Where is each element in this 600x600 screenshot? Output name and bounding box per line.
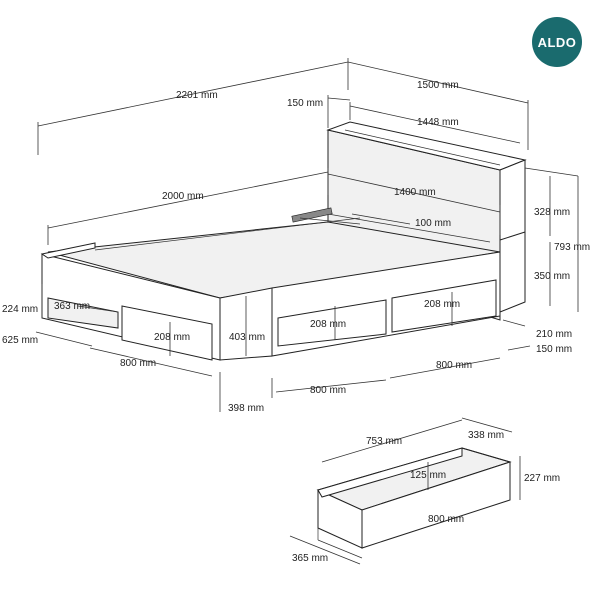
logo-text: ALDO bbox=[538, 35, 577, 50]
lift-arm bbox=[291, 207, 333, 223]
label-niche-width: 363 mm bbox=[54, 301, 90, 312]
dim-line-150-top bbox=[327, 97, 351, 101]
drawer-base-line bbox=[317, 539, 363, 559]
dim-line-800-mid bbox=[275, 379, 387, 393]
headboard-shelf-lip bbox=[344, 129, 501, 166]
label-drawer-h-right: 208 mm bbox=[424, 299, 460, 310]
lift-mechanism bbox=[291, 207, 361, 225]
footboard-top bbox=[40, 242, 96, 259]
label-footboard-depth: 150 mm bbox=[536, 344, 572, 355]
drawer-front-right bbox=[391, 279, 497, 333]
label-drawer-h-mid: 208 mm bbox=[310, 319, 346, 330]
label-total-height: 793 mm bbox=[554, 242, 590, 253]
dim-line-365 bbox=[289, 535, 361, 565]
drawer-front-panel bbox=[361, 461, 511, 549]
label-side-height: 224 mm bbox=[2, 304, 38, 315]
dim-line-625 bbox=[35, 331, 93, 347]
aldo-logo: ALDO bbox=[532, 17, 582, 67]
label-end-offset: 398 mm bbox=[228, 403, 264, 414]
dim-line-2000 bbox=[47, 171, 329, 229]
label-drawer-inner-height: 125 mm bbox=[410, 470, 446, 481]
dim-line-800-left bbox=[89, 347, 213, 377]
logo-badge bbox=[532, 17, 582, 67]
label-mattress-length: 2000 mm bbox=[162, 191, 204, 202]
dim-line-210 bbox=[502, 319, 526, 327]
dimension-lines bbox=[35, 58, 579, 412]
label-drawer-bottom-depth: 365 mm bbox=[292, 553, 328, 564]
label-shelf-upper: 328 mm bbox=[534, 207, 570, 218]
dim-line-2201 bbox=[37, 61, 349, 127]
dim-line-363 bbox=[77, 305, 119, 313]
label-total-width: 1500 mm bbox=[417, 80, 459, 91]
headboard-shelf-line bbox=[499, 231, 526, 241]
dimension-labels: 2201 mm 1500 mm 150 mm 1448 mm 2000 mm 1… bbox=[2, 80, 590, 414]
label-inner-width: 1448 mm bbox=[417, 117, 459, 128]
dim-line-753 bbox=[321, 419, 463, 463]
label-headboard-depth: 150 mm bbox=[287, 98, 323, 109]
dim-line-150-bottom bbox=[507, 345, 531, 351]
label-drawer-front-width: 800 mm bbox=[428, 514, 464, 525]
label-shelf-lower: 350 mm bbox=[534, 271, 570, 282]
dim-line-1500 bbox=[347, 61, 529, 104]
label-drawer-w-mid: 800 mm bbox=[310, 385, 346, 396]
label-drawer-length: 753 mm bbox=[366, 436, 402, 447]
label-drawer-height: 227 mm bbox=[524, 473, 560, 484]
drawer-front-mid bbox=[277, 299, 387, 347]
label-drawer-h-left: 208 mm bbox=[154, 332, 190, 343]
inner-rail bbox=[327, 213, 491, 243]
drawer-detail-drawing: 753 mm 338 mm 125 mm 227 mm 800 mm 365 m… bbox=[289, 417, 560, 565]
drawer-top-edge bbox=[461, 447, 511, 463]
label-niche-depth: 625 mm bbox=[2, 335, 38, 346]
label-slat-gap: 100 mm bbox=[415, 218, 451, 229]
label-mattress-width: 1400 mm bbox=[394, 187, 436, 198]
bed-frame-drawing bbox=[40, 121, 527, 361]
dim-line-1448 bbox=[349, 105, 521, 144]
label-drawer-depth: 338 mm bbox=[468, 430, 504, 441]
label-footboard-height: 210 mm bbox=[536, 329, 572, 340]
label-total-length: 2201 mm bbox=[176, 90, 218, 101]
drawer-back-rim bbox=[317, 447, 463, 498]
lift-rod bbox=[299, 217, 361, 225]
dim-line-1400 bbox=[327, 173, 501, 213]
dim-tick-793-top bbox=[524, 167, 579, 177]
label-drawer-w-left: 800 mm bbox=[120, 358, 156, 369]
left-niche bbox=[47, 297, 119, 329]
dim-line-338 bbox=[461, 417, 513, 433]
dim-line-100 bbox=[351, 213, 411, 225]
drawer-front-left bbox=[121, 305, 213, 361]
dim-line-800-right bbox=[389, 357, 501, 379]
label-drawer-w-right: 800 mm bbox=[436, 360, 472, 371]
label-frame-height: 403 mm bbox=[229, 332, 265, 343]
slat-rail bbox=[94, 217, 361, 251]
